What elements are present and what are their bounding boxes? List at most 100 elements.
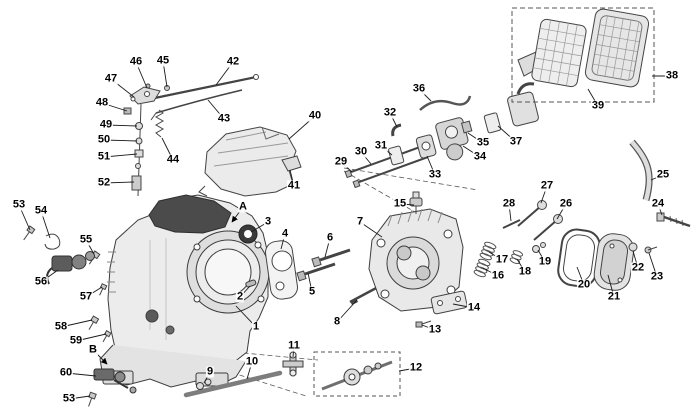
part-callout-58: 58: [53, 320, 69, 333]
crankcase-assembly: [99, 194, 270, 388]
part-callout-54: 54: [33, 204, 49, 217]
valve-train: [473, 200, 563, 278]
part-callout-39: 39: [590, 99, 606, 112]
carburetor-assembly: [344, 82, 539, 189]
head-bolts: [296, 248, 381, 306]
part-callout-30: 30: [353, 145, 369, 158]
carb-spacer-33: [415, 134, 437, 159]
part-callout-32: 32: [382, 106, 398, 119]
cylinder-head: [368, 208, 464, 312]
valve-spring-17: [479, 241, 497, 261]
part-callout-20: 20: [576, 278, 592, 291]
part-callout-60: 60: [58, 366, 74, 379]
governor-linkage: [123, 83, 170, 197]
bolt-5: [296, 262, 336, 282]
part-callout-4: 4: [280, 227, 290, 240]
part-callout-56: 56: [33, 275, 49, 288]
part-callout-51: 51: [96, 150, 112, 163]
breather-assembly-56: [46, 251, 95, 285]
washer-9a: [196, 382, 204, 390]
part-callout-21: 21: [606, 290, 622, 303]
part-callout-36: 36: [411, 82, 427, 95]
breather-elbow-32: [391, 123, 402, 137]
part-callout-14: 14: [466, 301, 482, 314]
air-filter-assembly: [511, 7, 655, 103]
part-callout-A: A: [238, 200, 248, 213]
bolt-13: [415, 320, 432, 328]
part-callout-46: 46: [128, 55, 144, 68]
part-callout-24: 24: [650, 197, 666, 210]
part-callout-B: B: [88, 343, 98, 356]
part-callout-1: 1: [251, 320, 261, 333]
part-callout-22: 22: [630, 261, 646, 274]
part-callout-53: 53: [11, 198, 27, 211]
air-cleaner-base: [507, 82, 539, 127]
part-callout-59: 59: [68, 334, 84, 347]
part-callout-10: 10: [244, 355, 260, 368]
part-callout-44: 44: [165, 153, 181, 166]
part-callout-5: 5: [307, 285, 317, 298]
part-callout-19: 19: [537, 255, 553, 268]
part-callout-2: 2: [235, 290, 245, 303]
part-callout-40: 40: [307, 109, 323, 122]
carb-gasket-37: [483, 112, 502, 134]
spark-plug: [409, 191, 423, 214]
oil-seal: [238, 224, 258, 244]
part-callout-37: 37: [508, 135, 524, 148]
cylinder-gasket: [265, 240, 298, 300]
part-callout-34: 34: [472, 150, 488, 163]
shaft-10: [183, 370, 283, 398]
part-callout-25: 25: [655, 168, 671, 181]
part-callout-42: 42: [225, 55, 241, 68]
part-callout-29: 29: [333, 155, 349, 168]
valve-spring-16: [473, 258, 491, 278]
cover-washers: [628, 242, 658, 254]
part-callout-18: 18: [517, 265, 533, 278]
part-callout-49: 49: [98, 118, 114, 131]
bottom-shaft-parts: [183, 351, 401, 398]
muffler-heat-shield: [198, 126, 302, 197]
part-callout-53: 53: [61, 392, 77, 405]
part-callout-47: 47: [103, 72, 119, 85]
camshaft-12: [321, 360, 393, 391]
spring-retainers-19: [532, 242, 546, 253]
part-callout-17: 17: [494, 253, 510, 266]
part-callout-9: 9: [205, 365, 215, 378]
air-filter-group-box: [511, 7, 655, 103]
head-plate: [415, 290, 468, 328]
carb-studs: [344, 146, 429, 189]
part-callout-31: 31: [373, 139, 389, 152]
carburetor-body: [435, 117, 473, 161]
part-callout-33: 33: [427, 168, 443, 181]
part-callout-28: 28: [501, 197, 517, 210]
part-callout-45: 45: [155, 54, 171, 67]
clamp-54: [44, 233, 61, 250]
part-callout-16: 16: [490, 269, 506, 282]
part-callout-41: 41: [286, 179, 302, 192]
bolt-57: [99, 283, 108, 296]
part-callout-23: 23: [649, 270, 665, 283]
part-callout-12: 12: [408, 361, 424, 374]
camshaft-group-box: [313, 351, 401, 397]
part-callout-35: 35: [475, 136, 491, 149]
dowel-pin: [245, 279, 257, 288]
part-callout-7: 7: [355, 215, 365, 228]
breather-tube-25: [629, 139, 653, 201]
bolt-53-bottom: [88, 391, 97, 407]
part-callout-15: 15: [392, 197, 408, 210]
part-callout-50: 50: [96, 133, 112, 146]
part-callout-55: 55: [78, 233, 94, 246]
part-callout-48: 48: [94, 96, 110, 109]
bolt-6: [311, 248, 351, 268]
part-callout-6: 6: [325, 231, 335, 244]
part-callout-38: 38: [664, 69, 680, 82]
fuel-line-36: [419, 95, 472, 111]
part-callout-26: 26: [558, 197, 574, 210]
part-callout-11: 11: [287, 339, 301, 352]
governor-arm-assembly-60: [93, 368, 137, 394]
bolt-58: [88, 315, 100, 330]
part-callout-52: 52: [96, 176, 112, 189]
